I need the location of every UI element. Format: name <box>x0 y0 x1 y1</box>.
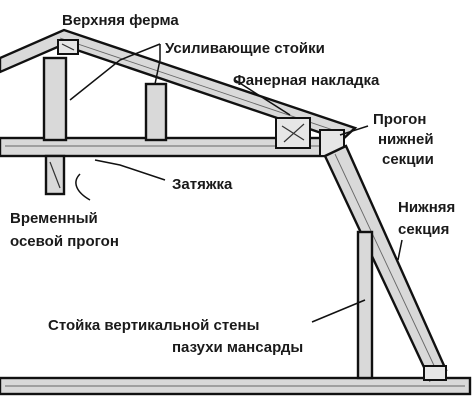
temp-axial-purlin <box>44 154 66 196</box>
leader-lower-section <box>397 239 403 261</box>
label-temp-purlin-1: Временный <box>10 210 98 227</box>
label-temp-purlin-2: осевой прогон <box>10 233 119 250</box>
reinforcing-posts <box>42 56 168 142</box>
label-lower-purlin-2: нижней <box>378 131 434 148</box>
leader-reinforcing-right <box>154 44 161 85</box>
foot-plate <box>423 365 447 381</box>
leader-lines <box>69 43 403 323</box>
label-top-truss: Верхняя ферма <box>62 12 179 29</box>
lower-section-grain <box>334 153 439 375</box>
knee-wall-post <box>356 230 374 380</box>
gusset-hatch-1 <box>281 125 305 141</box>
label-lower-purlin-1: Прогон <box>373 111 426 128</box>
knee-wall-body <box>356 230 374 380</box>
leader-tie <box>94 159 166 181</box>
plywood-gusset <box>275 117 311 149</box>
post-right <box>144 82 168 142</box>
lower-section-body <box>323 144 448 382</box>
temp-purlin-mark <box>49 161 61 189</box>
top-gusset <box>57 39 79 55</box>
leader-temp-purlin <box>75 173 91 201</box>
top-gusset-mark <box>61 43 75 51</box>
leader-lower-purlin <box>339 125 369 136</box>
post-left <box>42 56 68 142</box>
floor-slab <box>0 376 472 396</box>
label-plywood-gusset: Фанерная накладка <box>233 72 380 89</box>
foot-plate-body <box>423 365 447 381</box>
label-reinforcing-posts: Усиливающие стойки <box>165 40 325 57</box>
label-tie-beam: Затяжка <box>172 176 233 193</box>
label-lower-section-1: Нижняя <box>398 199 455 216</box>
gusset-hatch-2 <box>283 123 305 143</box>
label-knee-wall-2: пазухи мансарды <box>172 339 303 356</box>
leader-reinforcing-left <box>69 43 161 101</box>
label-lower-purlin-3: секции <box>382 151 434 168</box>
lower-section <box>323 144 448 382</box>
leader-knee-wall <box>311 299 366 323</box>
leader-plywood <box>234 79 291 116</box>
label-knee-wall-1: Стойка вертикальной стены <box>48 317 259 334</box>
label-lower-section-2: секция <box>398 221 449 238</box>
